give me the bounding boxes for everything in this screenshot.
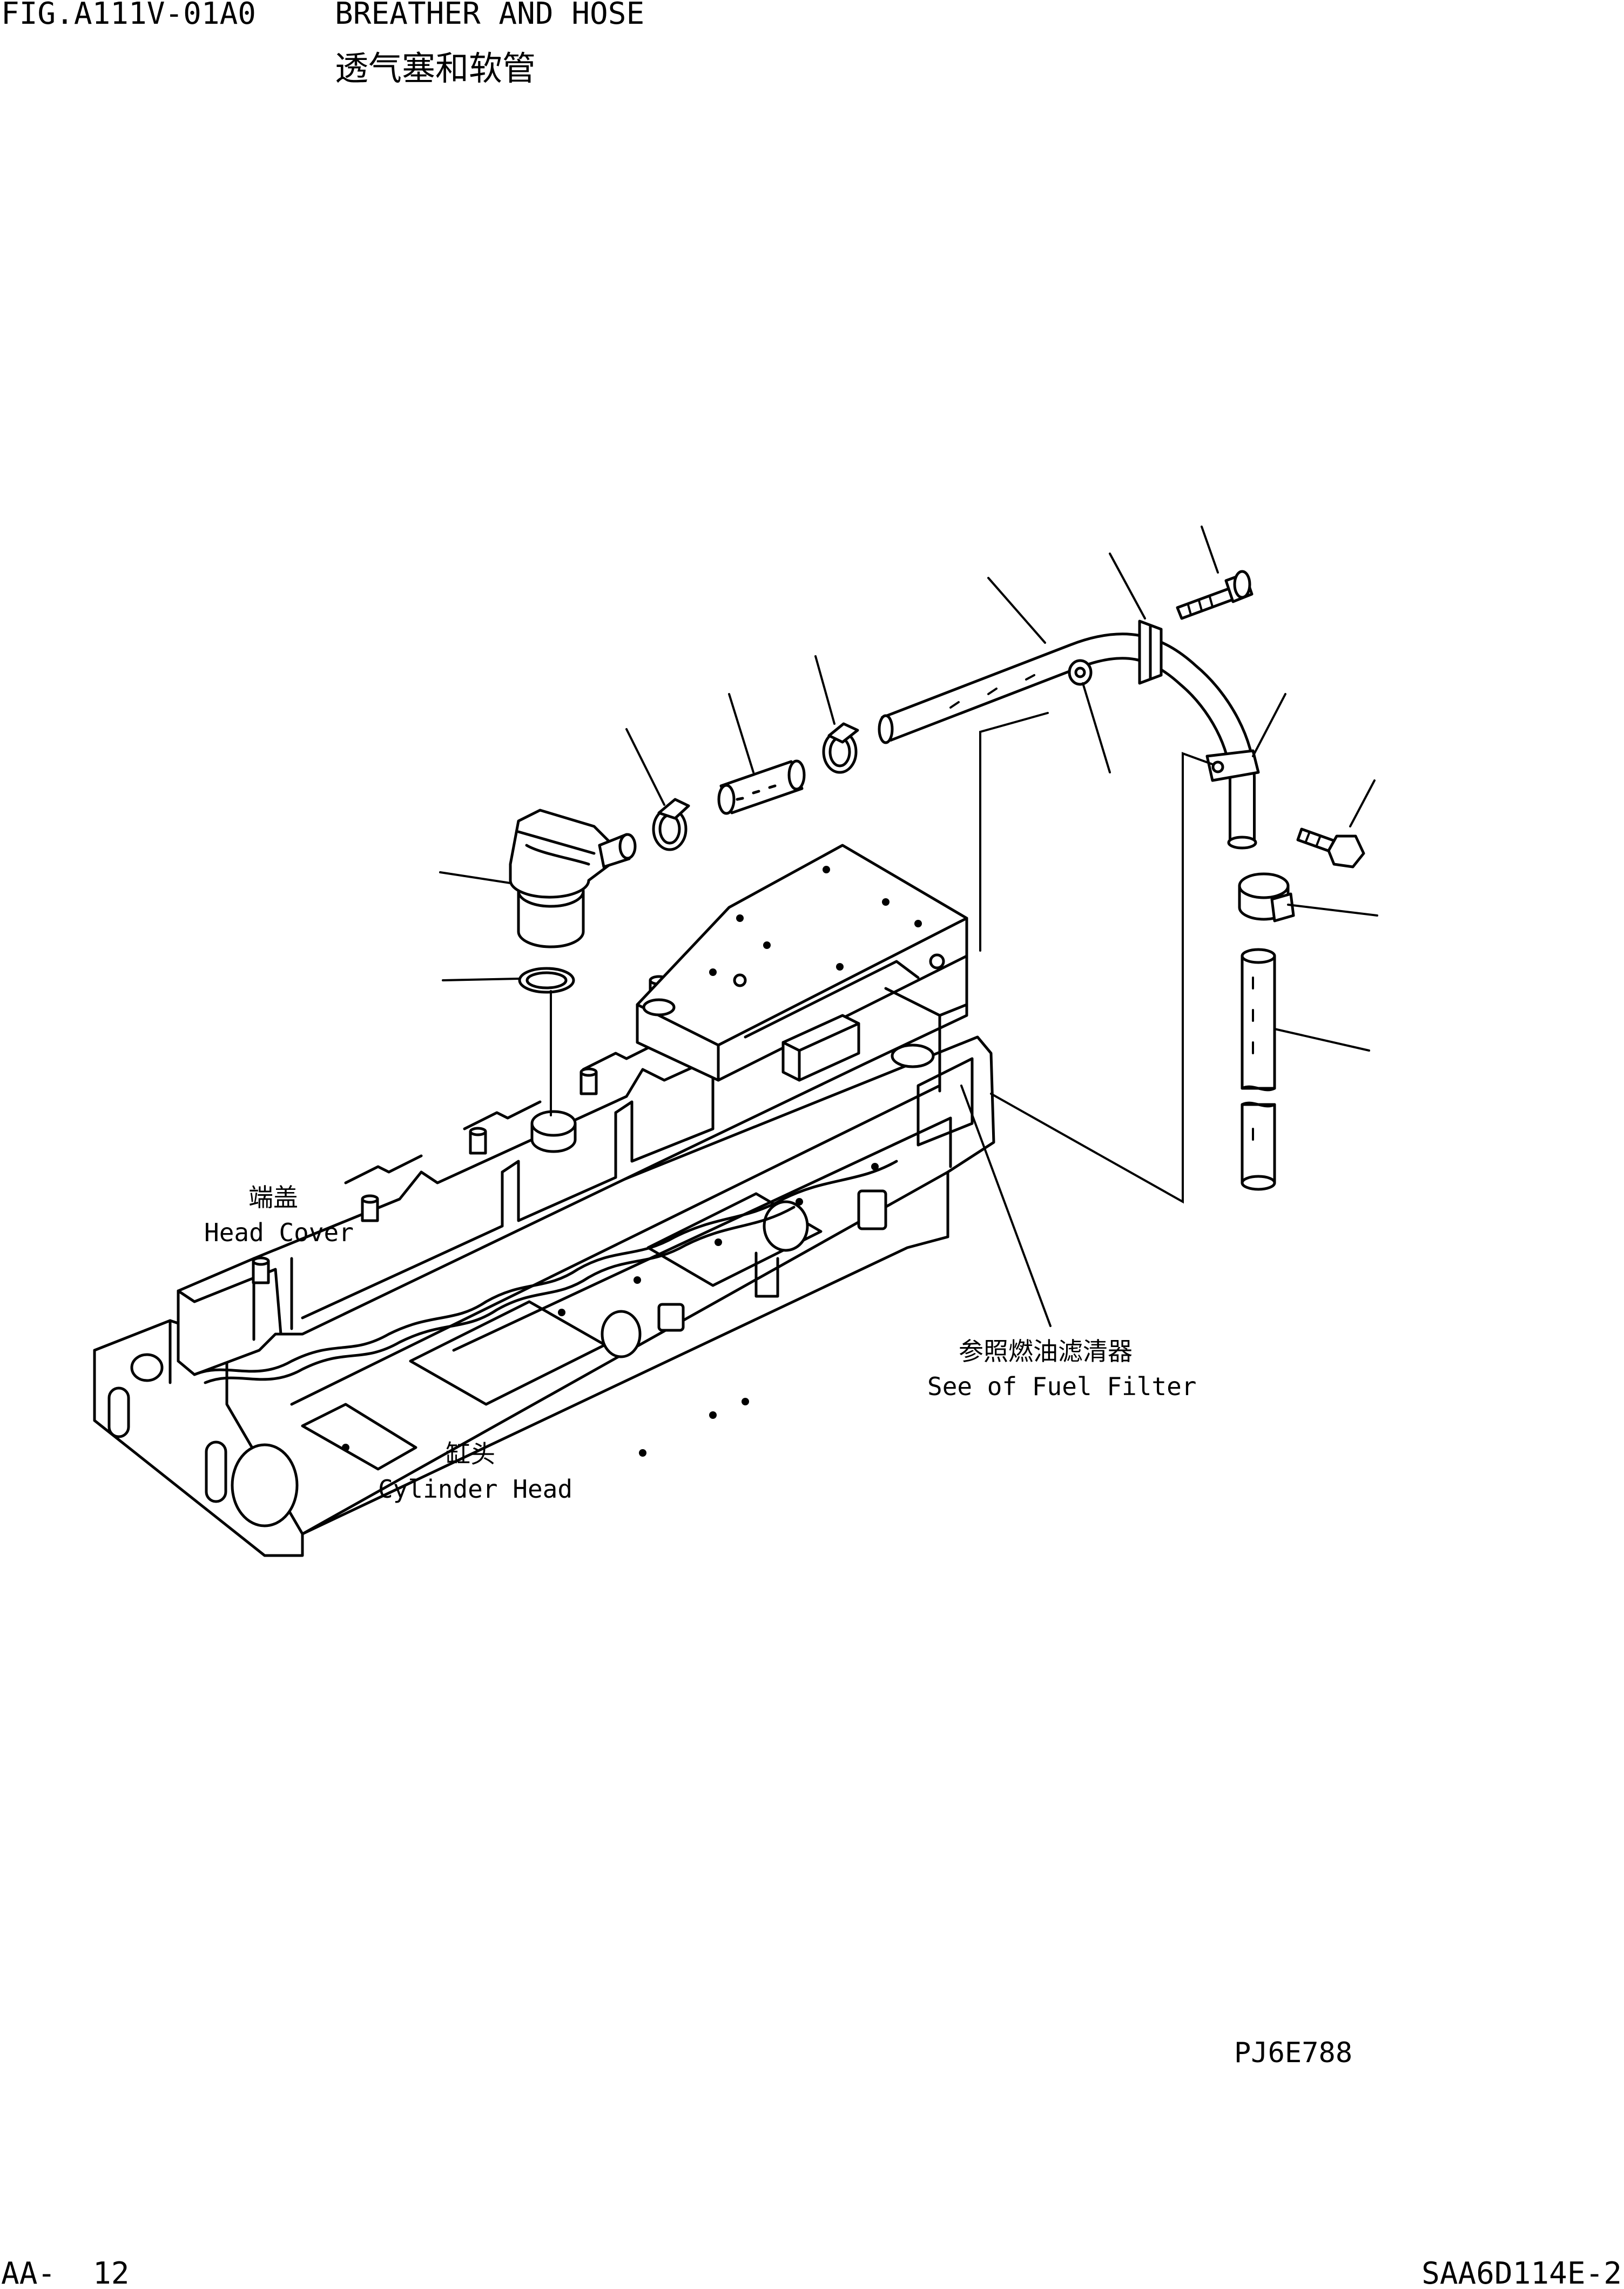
bolt-2 — [1296, 827, 1365, 869]
fuel-filter-label-cn: 参照燃油滤清器 — [959, 1337, 1133, 1366]
fig-number: FIG.A111V-01A0 — [1, 0, 256, 31]
cylinder-head-label-en: Cylinder Head — [378, 1475, 572, 1504]
hose-clamp-1 — [652, 798, 690, 851]
hose-clamp-2 — [822, 722, 859, 774]
long-hose — [1241, 948, 1276, 1191]
cylinder-head — [93, 1035, 995, 1557]
title-english: BREATHER AND HOSE — [335, 0, 644, 31]
fuel-filter-bracket — [636, 844, 968, 1093]
model-code: SAA6D114E-2 — [1421, 2256, 1622, 2289]
head-cover-label-cn: 端盖 — [248, 1183, 298, 1212]
tube-bracket-1 — [1138, 620, 1163, 685]
breather — [509, 809, 637, 948]
title-chinese: 透气塞和软管 — [335, 49, 536, 88]
page-prefix: AA- — [1, 2256, 56, 2289]
tube-bracket-2 — [1205, 749, 1260, 782]
o-ring — [518, 967, 575, 994]
callout-leaders — [439, 526, 1378, 1327]
cylinder-head-label-cn: 缸头 — [446, 1439, 495, 1469]
head-cover — [177, 949, 968, 1384]
breather-tube — [878, 632, 1257, 850]
bolt-1 — [1176, 570, 1254, 620]
short-hose — [717, 759, 806, 815]
page-number: 12 — [93, 2256, 129, 2289]
hose-clamp-3 — [1238, 872, 1295, 923]
head-cover-label-en: Head Cover — [204, 1218, 354, 1247]
fuel-filter-label-en: See of Fuel Filter — [927, 1372, 1197, 1401]
drawing-code: PJ6E788 — [1234, 2037, 1352, 2069]
